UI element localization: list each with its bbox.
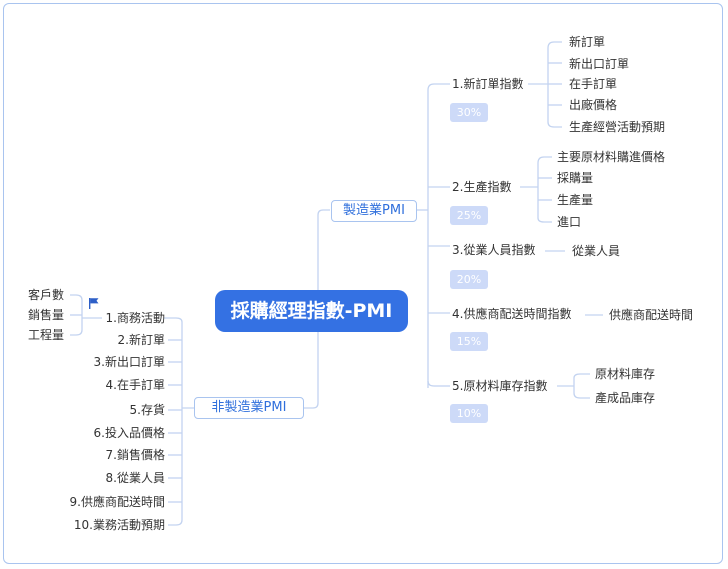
- nonmfg-item-new-orders[interactable]: 2.新訂單: [117, 333, 165, 347]
- nonmfg-item-inventory[interactable]: 5.存貨: [129, 403, 165, 417]
- mfg-item-employment-index[interactable]: 3.從業人員指數: [452, 243, 536, 257]
- mfg-item-new-orders-index[interactable]: 1.新訂單指數: [452, 77, 524, 91]
- leaf-raw-material-inventory[interactable]: 原材料庫存: [595, 367, 656, 381]
- leaf-customer-count[interactable]: 客戶數: [28, 288, 65, 302]
- leaf-sales-volume[interactable]: 銷售量: [28, 308, 65, 322]
- nonmfg-item-input-prices[interactable]: 6.投入品價格: [93, 426, 165, 440]
- leaf-supplier-delivery-time[interactable]: 供應商配送時間: [609, 308, 694, 322]
- central-topic[interactable]: 採購經理指數-PMI: [215, 290, 408, 332]
- leaf-employees[interactable]: 從業人員: [572, 244, 621, 258]
- weight-badge-raw-material-inventory: 10%: [450, 404, 488, 423]
- weight-badge-supplier-delivery: 15%: [450, 332, 488, 351]
- leaf-new-orders[interactable]: 新訂單: [569, 35, 606, 49]
- leaf-imports[interactable]: 進口: [557, 215, 582, 229]
- leaf-new-export-orders[interactable]: 新出口訂單: [569, 57, 630, 71]
- leaf-finished-goods-inventory[interactable]: 產成品庫存: [595, 391, 656, 405]
- nonmfg-item-supplier-delivery-time[interactable]: 9.供應商配送時間: [69, 495, 165, 509]
- weight-badge-employment: 20%: [450, 270, 488, 289]
- branch-manufacturing-pmi[interactable]: 製造業PMI: [331, 200, 417, 222]
- leaf-backlog-orders[interactable]: 在手訂單: [569, 77, 618, 91]
- flag-icon: [89, 298, 99, 309]
- nonmfg-item-new-export-orders[interactable]: 3.新出口訂單: [93, 355, 165, 369]
- nonmfg-item-business-expectations[interactable]: 10.業務活動預期: [73, 518, 165, 532]
- leaf-purchase-quantity[interactable]: 採購量: [557, 171, 594, 185]
- mfg-item-raw-material-inventory-index[interactable]: 5.原材料庫存指數: [452, 379, 548, 393]
- leaf-project-volume[interactable]: 工程量: [28, 328, 65, 342]
- weight-badge-production: 25%: [450, 206, 488, 225]
- leaf-raw-material-purchase-price[interactable]: 主要原材料購進價格: [557, 150, 666, 164]
- canvas-frame: [3, 3, 723, 564]
- leaf-business-expectations[interactable]: 生產經營活動預期: [569, 120, 666, 134]
- nonmfg-item-backlog-orders[interactable]: 4.在手訂單: [105, 378, 165, 392]
- leaf-ex-factory-price[interactable]: 出廠價格: [569, 98, 618, 112]
- branch-non-manufacturing-pmi[interactable]: 非製造業PMI: [194, 397, 304, 419]
- mfg-item-production-index[interactable]: 2.生產指數: [452, 180, 512, 194]
- nonmfg-item-employees[interactable]: 8.從業人員: [105, 471, 165, 485]
- nonmfg-item-sales-prices[interactable]: 7.銷售價格: [105, 448, 165, 462]
- mfg-item-supplier-delivery-index[interactable]: 4.供應商配送時間指數: [452, 307, 572, 321]
- nonmfg-item-business-activity[interactable]: 1.商務活動: [105, 311, 165, 325]
- weight-badge-new-orders: 30%: [450, 103, 488, 122]
- leaf-production-quantity[interactable]: 生產量: [557, 193, 594, 207]
